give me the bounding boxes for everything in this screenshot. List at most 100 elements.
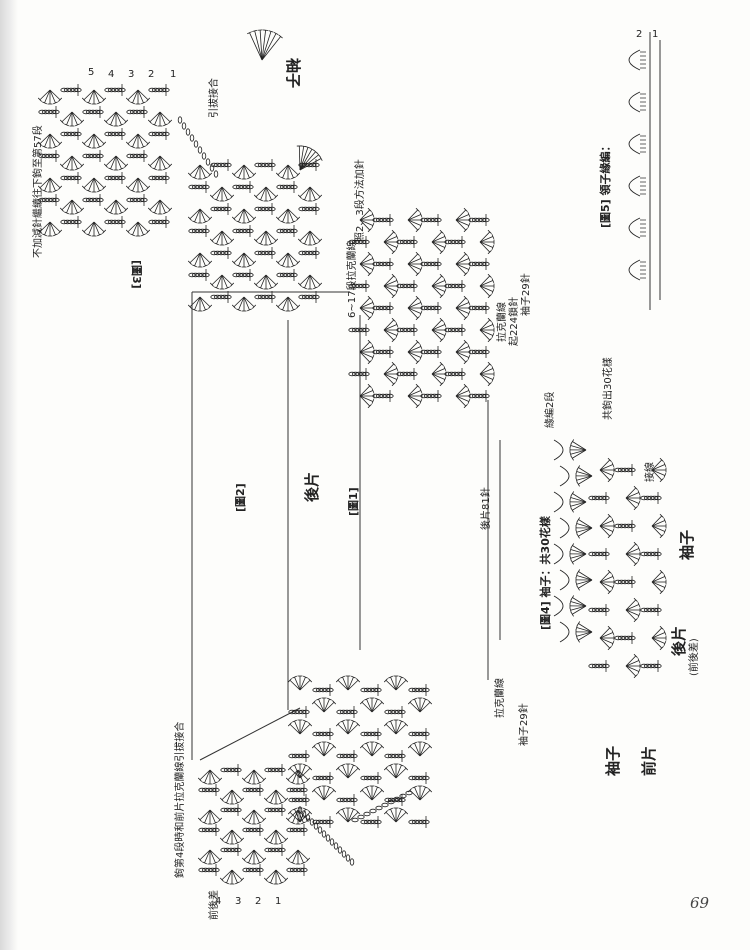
dc-stitch-top	[659, 457, 664, 462]
dc-stitch	[209, 849, 221, 861]
chain-stitch	[614, 523, 622, 529]
dc-stitch-top	[443, 376, 447, 382]
dc-stitch-top	[569, 607, 572, 613]
chain-stitch	[423, 261, 432, 267]
dc-stitch-top	[202, 781, 208, 785]
chain-stitch	[38, 197, 46, 203]
dc-stitch-top	[262, 777, 267, 782]
chain-stitch	[333, 842, 339, 850]
dc-stitch-top	[285, 777, 290, 782]
chain-stitch	[126, 109, 134, 115]
dc-stitch	[651, 469, 666, 476]
dc-stitch	[44, 133, 51, 148]
dc-stitch	[265, 230, 272, 245]
dc-stitch-top	[37, 141, 42, 146]
dc-stitch-top	[246, 821, 252, 825]
chain-stitch	[301, 206, 310, 212]
dc-stitch-top	[663, 584, 667, 590]
dc-stitch	[204, 849, 211, 864]
chain-stitch	[104, 175, 112, 181]
chain-stitch	[151, 175, 160, 181]
dc-stitch-top	[312, 198, 318, 202]
chain-stitch	[201, 787, 210, 793]
chain-stitch	[384, 709, 392, 715]
dc-stitch	[260, 186, 267, 201]
dc-stitch-top	[240, 837, 245, 842]
label-xiuzi-29-a: 袖子29針	[521, 273, 532, 316]
dc-stitch	[49, 177, 56, 192]
dc-stitch	[395, 679, 407, 691]
dc-stitch	[407, 307, 419, 319]
dc-stitch	[313, 701, 325, 713]
chain-stitch	[403, 327, 411, 333]
chain-stitch	[155, 131, 163, 137]
dc-stitch	[366, 786, 373, 801]
chain-stitch	[217, 206, 225, 212]
dc-stitch-top	[236, 220, 242, 224]
chain-stitch	[301, 250, 310, 256]
dc-stitch	[226, 829, 233, 844]
chain-stitch	[420, 393, 428, 399]
chain-stitch	[305, 294, 313, 300]
dc-stitch-top	[415, 228, 420, 233]
dc-stitch-top	[187, 260, 192, 265]
chain-stitch	[210, 206, 218, 212]
label-xiuzi-29-b: 袖子29針	[519, 703, 530, 746]
dc-stitch-top	[364, 741, 370, 745]
dc-stitch-top	[575, 469, 578, 475]
dc-stitch-top	[234, 841, 240, 845]
dc-stitch	[570, 497, 587, 503]
chain-stitch	[396, 239, 404, 245]
dc-stitch-top	[607, 569, 612, 574]
dc-stitch-top	[398, 719, 404, 723]
label-lake-line-b: 拉克蘭線	[495, 678, 506, 718]
dc-stitch	[299, 764, 306, 779]
dc-stitch	[270, 869, 277, 884]
chain-stitch	[257, 206, 266, 212]
dc-stitch-top	[570, 611, 574, 617]
dc-stitch-top	[81, 141, 86, 146]
dc-stitch-top	[108, 123, 114, 127]
chain-stitch	[305, 250, 313, 256]
dc-stitch-top	[428, 700, 433, 705]
dc-stitch	[110, 111, 117, 126]
dc-stitch-top	[491, 288, 495, 294]
dc-stitch-top	[192, 176, 198, 180]
dc-stitch	[287, 849, 299, 861]
dc-stitch-top	[296, 172, 301, 177]
dc-stitch-top	[219, 877, 224, 882]
dc-stitch-top	[340, 675, 346, 679]
chain-stitch	[227, 807, 235, 813]
chain-stitch	[379, 261, 387, 267]
dc-stitch-top	[130, 145, 136, 149]
dc-stitch	[479, 241, 491, 253]
dc-stitch	[455, 351, 470, 358]
dc-stitch	[265, 829, 277, 841]
chain-stitch	[198, 867, 206, 873]
chain-stitch	[591, 495, 600, 501]
dc-stitch	[265, 186, 277, 198]
chain-stitch	[408, 687, 416, 693]
dc-stitch-top	[125, 185, 130, 190]
dc-stitch-top	[611, 518, 615, 524]
chain-stitch	[41, 153, 50, 159]
chain-stitch	[261, 250, 269, 256]
dc-stitch	[275, 869, 282, 884]
dc-stitch	[66, 199, 73, 214]
dc-stitch	[304, 274, 311, 289]
dc-stitch-top	[130, 101, 136, 105]
dc-stitch-top	[439, 250, 444, 255]
dc-stitch	[221, 186, 233, 198]
dc-stitch	[407, 307, 422, 314]
chain-stitch	[217, 250, 225, 256]
dc-stitch-top	[487, 382, 492, 387]
dc-stitch-top	[253, 282, 258, 287]
dc-stitch-top	[491, 322, 495, 328]
dc-stitch-top	[311, 744, 316, 749]
dc-stitch-top	[663, 472, 667, 478]
dc-stitch-top	[102, 97, 107, 102]
dc-stitch	[226, 789, 233, 804]
chain-stitch	[239, 228, 247, 234]
dc-stitch	[407, 395, 419, 407]
dc-stitch-top	[428, 744, 433, 749]
